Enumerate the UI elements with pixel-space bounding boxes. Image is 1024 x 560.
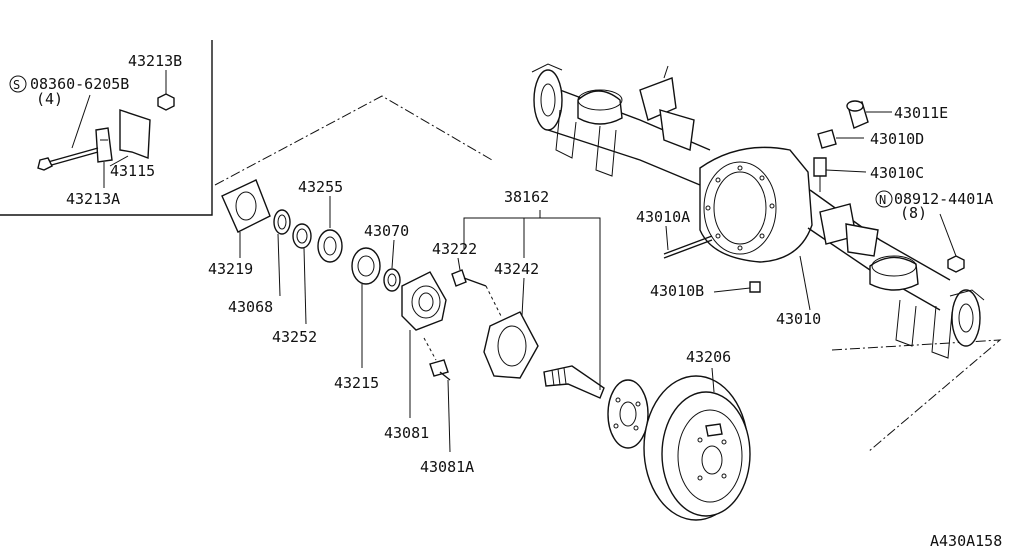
screw-symbol-letter: S [13, 78, 20, 92]
label-08912-qty: (8) [900, 204, 927, 222]
label-43010B: 43010B [650, 282, 704, 300]
bolt-43222 [451, 257, 503, 319]
label-43010: 43010 [776, 310, 821, 328]
diagram-code: A430A158 [930, 532, 1002, 550]
label-43219: 43219 [208, 260, 253, 278]
label-43213B: 43213B [128, 52, 182, 70]
nut-symbol-letter: N [879, 193, 886, 207]
label-43206: 43206 [686, 348, 731, 366]
inset-frame [0, 40, 213, 216]
axle-frame-line [831, 339, 1002, 453]
plate-43242 [483, 277, 539, 379]
bolt-08360-6205B [37, 94, 99, 171]
label-43011E: 43011E [894, 104, 948, 122]
fitting-43010C [813, 157, 867, 192]
stud-43010A [663, 225, 713, 259]
ring-43070 [383, 239, 401, 292]
label-43068: 43068 [228, 298, 273, 316]
bracket-43115 [109, 109, 151, 167]
nut-symbol-icon [875, 190, 893, 208]
label-43213A: 43213A [66, 190, 120, 208]
plug-43010B [713, 281, 761, 293]
label-43222: 43222 [432, 240, 477, 258]
label-08912-4401A: 08912-4401A [894, 190, 993, 208]
ring-43252 [292, 223, 312, 325]
bearing-43215 [351, 247, 381, 368]
nut-08912-4401A [939, 213, 965, 273]
label-43115: 43115 [110, 162, 155, 180]
axle-shaft-38162 [463, 210, 649, 449]
bearing-43255 [317, 196, 343, 263]
label-43252: 43252 [272, 328, 317, 346]
label-43010D: 43010D [870, 130, 924, 148]
breather-43010D [817, 129, 864, 149]
label-43242: 43242 [494, 260, 539, 278]
seal-43068 [273, 209, 291, 297]
nut-43213B [157, 70, 175, 111]
bumper-43011E [846, 100, 892, 129]
housing-43081 [401, 271, 447, 418]
label-43081A: 43081A [420, 458, 474, 476]
label-38162: 38162 [504, 188, 549, 206]
label-43255: 43255 [298, 178, 343, 196]
screw-symbol-icon [9, 75, 27, 93]
axle-housing-43010 [531, 63, 985, 359]
label-43010C: 43010C [870, 164, 924, 182]
label-08360-qty: (4) [36, 90, 63, 108]
bracket-43213A [95, 127, 113, 188]
brake-drum-43206 [643, 367, 751, 521]
label-43215: 43215 [334, 374, 379, 392]
label-43010A: 43010A [636, 208, 690, 226]
label-43070: 43070 [364, 222, 409, 240]
label-08360-6205B: 08360-6205B [30, 75, 129, 93]
label-43081: 43081 [384, 424, 429, 442]
hub-frame-line [214, 95, 493, 186]
bolt-43081A [423, 337, 451, 453]
baffle-plate-43219 [221, 179, 271, 258]
